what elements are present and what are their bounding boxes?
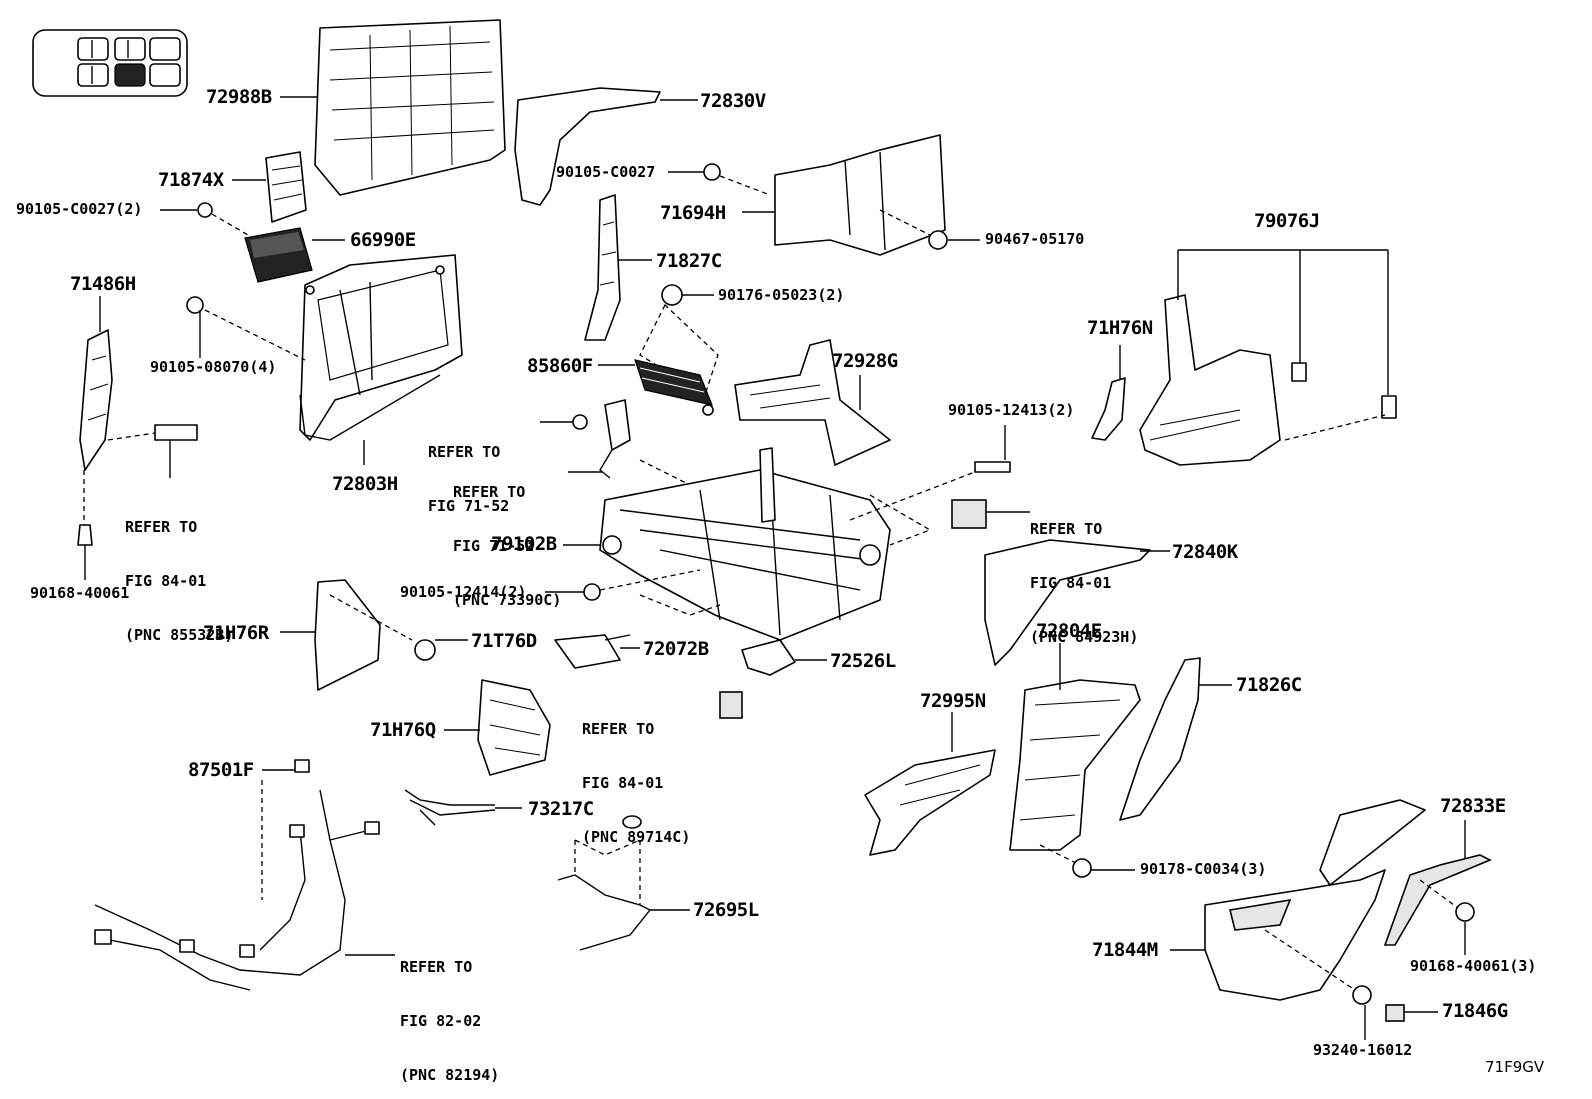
- connector-icon: [154, 424, 198, 478]
- bracket-72995n: [864, 712, 996, 856]
- part-label-85860f[interactable]: 85860F: [527, 355, 593, 377]
- part-label-87501f[interactable]: 87501F: [188, 759, 254, 781]
- cable-72695l: [557, 815, 690, 951]
- part-label-72988b[interactable]: 72988B: [206, 86, 272, 108]
- part-label-71h76r[interactable]: 71H76R: [203, 622, 269, 644]
- nut-icon: [1072, 858, 1135, 878]
- seatback-frame-79076j: [1139, 249, 1397, 466]
- upper-cover-72830v: [514, 87, 698, 206]
- connector-icon: [951, 499, 1030, 529]
- part-label-71h76n[interactable]: 71H76N: [1087, 317, 1153, 339]
- part-label-72928g[interactable]: 72928G: [832, 350, 898, 372]
- ref-callout-fig-84-01-a[interactable]: REFER TO FIG 84-01 (PNC 85532B): [125, 518, 234, 644]
- bolt-icon: [186, 296, 306, 361]
- part-label-79076j[interactable]: 79076J: [1254, 210, 1320, 232]
- bolt-icon: [540, 414, 588, 430]
- seat-track-79102b: [563, 447, 981, 641]
- part-label-72830v[interactable]: 72830V: [700, 90, 766, 112]
- trim-panel-71h76r: [280, 579, 413, 691]
- part-label-72526l[interactable]: 72526L: [830, 650, 896, 672]
- part-label-71874x[interactable]: 71874X: [158, 169, 224, 191]
- knob-72526l: [741, 639, 827, 676]
- part-label-72695l[interactable]: 72695L: [693, 899, 759, 921]
- bolt-icon: [668, 163, 771, 196]
- screw-icon: [1352, 985, 1372, 1040]
- part-label-90168-40061-3[interactable]: 90168-40061(3): [1410, 957, 1537, 975]
- trim-72833e: [1383, 820, 1492, 946]
- part-label-72833e[interactable]: 72833E: [1440, 795, 1506, 817]
- clip-icon: [879, 209, 980, 250]
- clip-icon: [77, 524, 93, 580]
- connector-icon: [719, 691, 743, 719]
- part-label-90105-12414-2[interactable]: 90105-12414(2): [400, 583, 527, 601]
- rear-panel-71694h: [742, 134, 946, 256]
- part-label-90105-c0027[interactable]: 90105-C0027: [556, 163, 656, 181]
- part-label-90105-12413-2[interactable]: 90105-12413(2): [948, 401, 1075, 419]
- clip-icon: [1419, 879, 1475, 955]
- seat-frame-72803h: [299, 254, 463, 465]
- part-label-71844m[interactable]: 71844M: [1092, 939, 1158, 961]
- module-72072b: [554, 634, 640, 669]
- part-label-71486h[interactable]: 71486H: [70, 273, 136, 295]
- cushion-cover-72840k: [984, 539, 1170, 666]
- bracket-72928g: [734, 339, 891, 466]
- wire-harness-icon: [94, 759, 395, 991]
- part-label-90176-05023-2[interactable]: 90176-05023(2): [718, 286, 845, 304]
- part-label-71827c[interactable]: 71827C: [656, 250, 722, 272]
- part-label-93240-16012[interactable]: 93240-16012: [1313, 1041, 1413, 1059]
- trim-piece-71h76n: [1091, 345, 1126, 441]
- screw-icon: [160, 202, 249, 236]
- sub-harness-73217c: [404, 789, 522, 826]
- ref-callout-fig-84-01-c[interactable]: REFER TO FIG 84-01 (PNC 89714C): [582, 720, 691, 846]
- nut-icon: [639, 284, 719, 396]
- ref-callout-fig-71-52-a[interactable]: REFER TO FIG 71-52: [428, 443, 510, 515]
- seatback-board-72988b: [280, 19, 506, 196]
- trim-panel-71h76q: [444, 679, 551, 776]
- part-label-90178-c0034-3[interactable]: 90178-C0034(3): [1140, 860, 1267, 878]
- ref-callout-fig-84-01-b[interactable]: REFER TO FIG 84-01 (PNC 84923H): [1030, 520, 1139, 646]
- part-label-72072b[interactable]: 72072B: [643, 638, 709, 660]
- side-frame-72804e: [1009, 643, 1141, 866]
- part-label-71t76d[interactable]: 71T76D: [471, 630, 537, 652]
- clip-icon: [1385, 1004, 1438, 1022]
- cover-71826c: [1119, 657, 1232, 821]
- part-label-66990e[interactable]: 66990E: [350, 229, 416, 251]
- part-label-71694h[interactable]: 71694H: [660, 202, 726, 224]
- bolt-icon: [974, 425, 1011, 473]
- part-label-72995n[interactable]: 72995N: [920, 690, 986, 712]
- ref-callout-fig-71-52-b[interactable]: REFER TO FIG 71-52 (PNC 73390C): [453, 483, 562, 609]
- part-label-71h76q[interactable]: 71H76Q: [370, 719, 436, 741]
- part-label-72803h[interactable]: 72803H: [332, 473, 398, 495]
- part-label-90467-05170[interactable]: 90467-05170: [985, 230, 1085, 248]
- part-label-90168-40061[interactable]: 90168-40061: [30, 584, 130, 602]
- figure-code: 71F9GV: [1485, 1058, 1545, 1076]
- part-label-72840k[interactable]: 72840K: [1172, 541, 1238, 563]
- part-label-73217c[interactable]: 73217C: [528, 798, 594, 820]
- lower-cover-71844m: [1170, 799, 1426, 1001]
- seat-heater-85860f: [598, 359, 714, 416]
- ref-callout-fig-82-02[interactable]: REFER TO FIG 82-02 (PNC 82194): [400, 958, 500, 1084]
- part-label-71846g[interactable]: 71846G: [1442, 1000, 1508, 1022]
- bracket-71874x: [232, 151, 307, 223]
- part-label-90105-c0027-2[interactable]: 90105-C0027(2): [16, 200, 143, 218]
- clip-icon: [414, 639, 468, 661]
- bolt-icon: [545, 569, 721, 616]
- storage-box-66990e: [244, 227, 345, 283]
- seat-position-key-icon: [32, 29, 188, 97]
- part-label-72804e[interactable]: 72804E: [1036, 620, 1102, 642]
- part-label-71826c[interactable]: 71826C: [1236, 674, 1302, 696]
- part-label-90105-08070-4[interactable]: 90105-08070(4): [150, 358, 277, 376]
- part-label-79102b[interactable]: 79102B: [491, 533, 557, 555]
- trim-strip-71827c: [584, 194, 652, 341]
- side-cover-71486h: [79, 296, 156, 525]
